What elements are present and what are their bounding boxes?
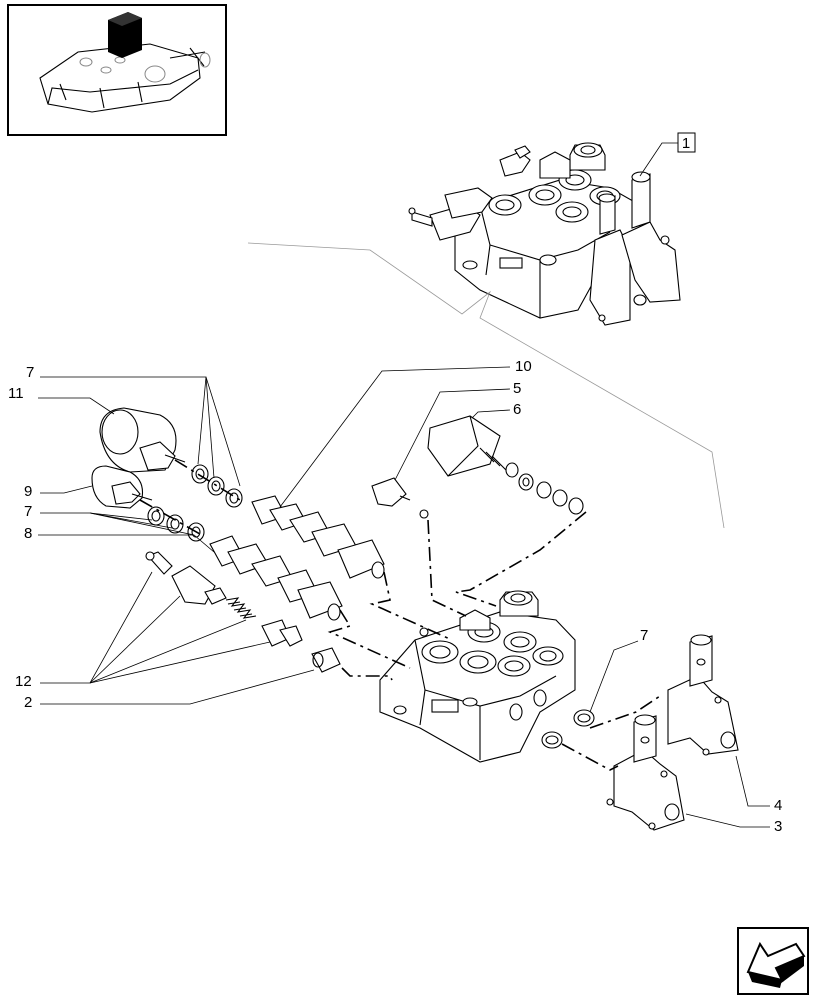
- callout-5: 5: [513, 380, 521, 397]
- spool-8: [209, 535, 343, 621]
- callout-12: 12: [15, 673, 32, 690]
- solenoid-9: [91, 465, 153, 509]
- relief-valve-parts-12: [145, 551, 341, 673]
- callout-6: 6: [513, 401, 521, 418]
- callout-1: 1: [682, 135, 690, 152]
- o-ring: [573, 709, 595, 727]
- o-ring: [225, 488, 243, 508]
- callout-4: 4: [774, 797, 782, 814]
- o-ring: [541, 731, 563, 749]
- o-ring: [147, 506, 165, 526]
- o-ring: [191, 464, 209, 484]
- callout-7c: 7: [640, 627, 648, 644]
- callout-3: 3: [774, 818, 782, 835]
- leader-1: [639, 142, 678, 177]
- plug-5: [371, 477, 429, 519]
- leader-lines: [38, 366, 770, 828]
- spool-10: [251, 495, 385, 579]
- callout-9: 9: [24, 483, 32, 500]
- location-thumbnail[interactable]: [7, 4, 227, 136]
- callout-7a: 7: [26, 364, 34, 381]
- callout-10: 10: [515, 358, 532, 375]
- valve-body: [379, 590, 576, 763]
- callout-2: 2: [24, 694, 32, 711]
- previous-page-arrow-icon: [746, 941, 806, 988]
- solenoid-11: [99, 407, 186, 473]
- previous-page-button[interactable]: [737, 927, 809, 995]
- actuator-4: [667, 634, 739, 756]
- assembled-control-valve: [408, 142, 681, 326]
- reference-box: [677, 132, 696, 153]
- o-ring: [166, 514, 184, 534]
- guide-line: [247, 242, 725, 529]
- spool-6: [427, 415, 584, 515]
- callout-7b: 7: [24, 503, 32, 520]
- callout-11: 11: [8, 385, 24, 402]
- tractor-rear-hitch-thumbnail: [39, 12, 211, 113]
- assembly-lines: [139, 459, 661, 771]
- callout-8: 8: [24, 525, 32, 542]
- actuator-3: [606, 714, 685, 831]
